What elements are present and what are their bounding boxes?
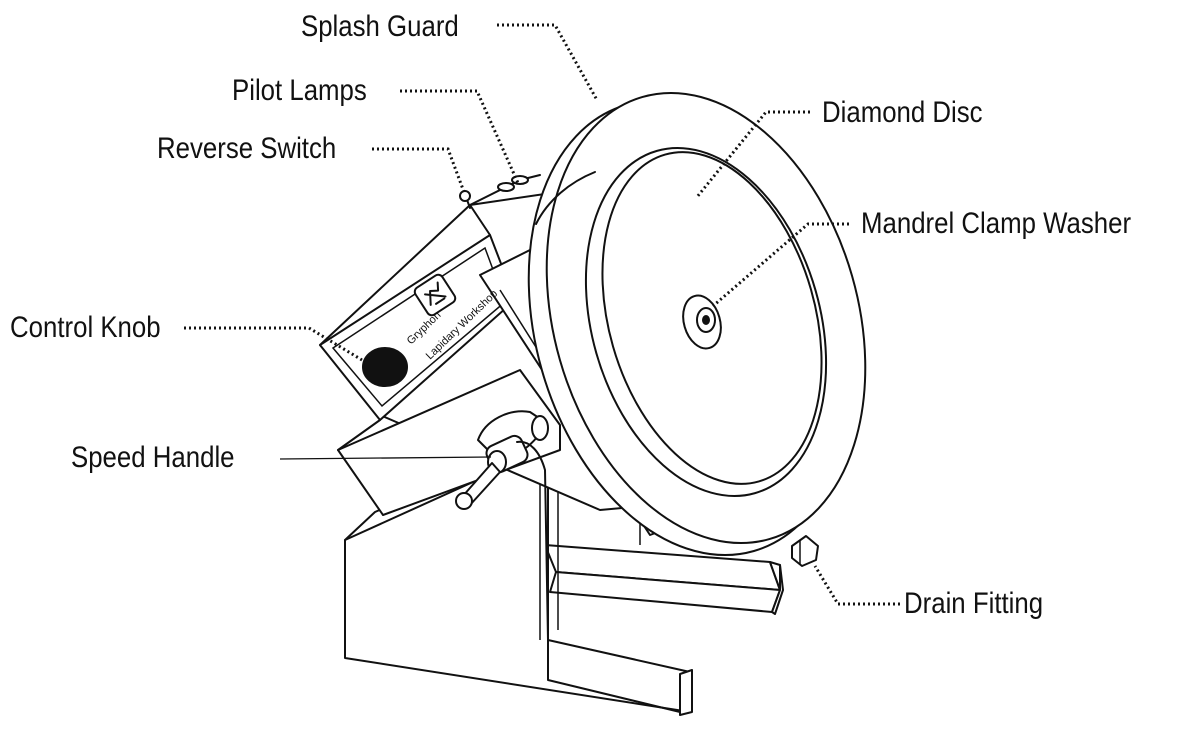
label-drain-fitting: Drain Fitting bbox=[904, 587, 1044, 620]
label-splash-guard: Splash Guard bbox=[301, 10, 459, 43]
label-pilot-lamps: Pilot Lamps bbox=[232, 74, 367, 107]
label-control-knob: Control Knob bbox=[10, 311, 161, 344]
leader-lines bbox=[184, 23, 900, 606]
speed-handle[interactable] bbox=[455, 410, 549, 641]
label-diamond-disc: Diamond Disc bbox=[822, 96, 983, 129]
drain-fitting bbox=[791, 535, 819, 567]
mandrel-clamp-washer bbox=[682, 294, 722, 350]
label-reverse-switch: Reverse Switch bbox=[157, 132, 337, 165]
pilot-lamps bbox=[497, 175, 529, 192]
brand-logo bbox=[413, 273, 457, 317]
base-rear-foot bbox=[544, 544, 784, 615]
label-mandrel-clamp-washer: Mandrel Clamp Washer bbox=[861, 207, 1132, 240]
reverse-switch[interactable] bbox=[459, 190, 471, 209]
control-knob[interactable] bbox=[362, 347, 408, 387]
label-speed-handle: Speed Handle bbox=[71, 441, 235, 474]
